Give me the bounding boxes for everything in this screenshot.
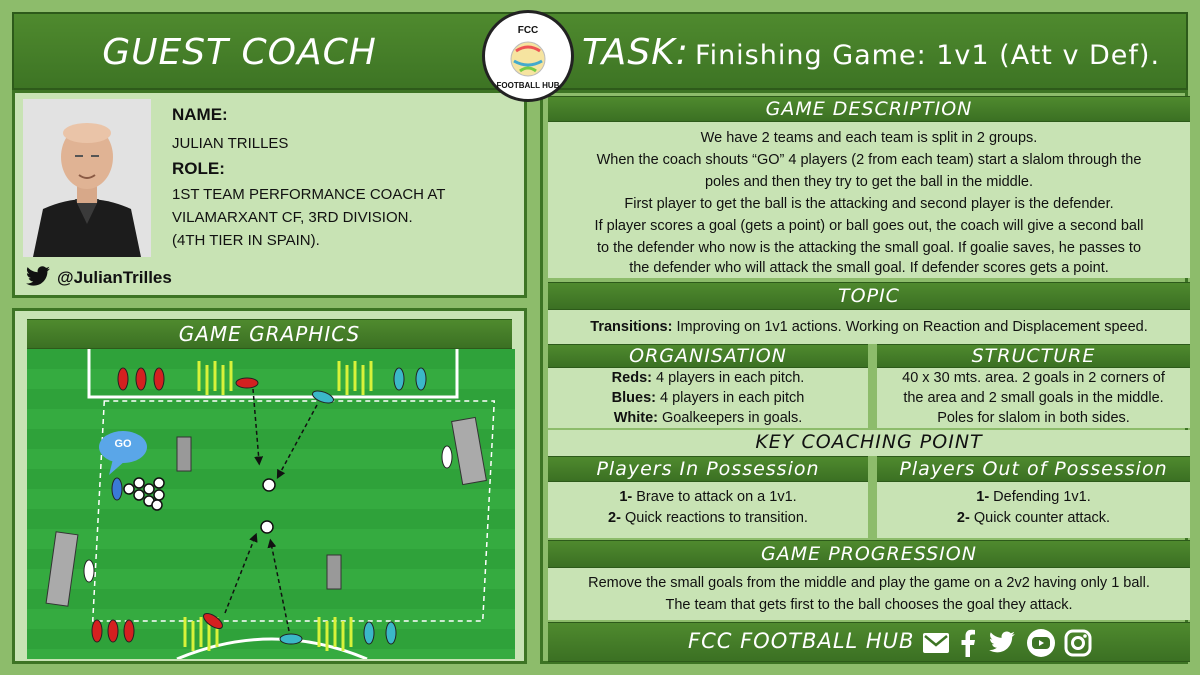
in-p1-num: 1- xyxy=(619,489,633,505)
structure-line-2: the area and 2 small goals in the middle… xyxy=(903,390,1164,406)
task-banner: TASK: Finishing Game: 1v1 (Att v Def). xyxy=(540,12,1188,90)
game-description-title: GAME DESCRIPTION xyxy=(765,98,973,120)
game-graphics-header: GAME GRAPHICS xyxy=(27,319,512,349)
reds-text: 4 players in each pitch. xyxy=(651,370,805,386)
twitter-icon xyxy=(26,266,50,286)
game-description-body xyxy=(548,122,1190,278)
facebook-icon[interactable] xyxy=(960,629,976,657)
out-p2-text: Quick counter attack. xyxy=(969,510,1111,526)
in-p2-num: 2- xyxy=(608,510,621,526)
topic-header: TOPIC xyxy=(548,282,1190,310)
fcc-logo: FCC FOOTBALL HUB xyxy=(482,10,574,102)
in-possession-point-1: 1- Brave to attack on a 1v1. xyxy=(548,487,868,507)
out-p1-text: Defending 1v1. xyxy=(989,489,1091,505)
description-line-1: We have 2 teams and each team is split i… xyxy=(700,130,1038,146)
blues-text: 4 players in each pitch xyxy=(656,390,805,406)
coach-profile-panel: NAME: JULIAN TRILLES ROLE: 1ST TEAM PERF… xyxy=(12,90,527,298)
guest-coach-banner: GUEST COACH xyxy=(12,12,527,90)
game-graphics-title: GAME GRAPHICS xyxy=(178,322,361,346)
twitter-handle[interactable]: @JulianTrilles xyxy=(57,268,172,287)
out-p1-num: 1- xyxy=(976,489,990,505)
organisation-reds: Reds: 4 players in each pitch. xyxy=(548,368,868,388)
topic-label: Transitions: xyxy=(590,319,673,335)
progression-line-1: Remove the small goals from the middle a… xyxy=(588,575,1150,591)
structure-header: STRUCTURE xyxy=(877,344,1190,368)
game-progression-header: GAME PROGRESSION xyxy=(548,540,1190,568)
role-label: ROLE: xyxy=(172,159,225,178)
game-progression-body xyxy=(548,568,1190,620)
description-line-5: If player scores a goal (gets a point) o… xyxy=(594,218,1144,234)
role-line-1: 1ST TEAM PERFORMANCE COACH AT xyxy=(172,186,446,203)
in-possession-header: Players In Possession xyxy=(548,456,868,482)
footer-brand: FCC FOOTBALL HUB xyxy=(688,629,915,653)
topic-title: TOPIC xyxy=(838,285,900,307)
coach-name: JULIAN TRILLES xyxy=(172,135,289,152)
pitch-diagram: GO xyxy=(27,349,515,659)
speech-bubble-text: GO xyxy=(114,438,132,450)
description-line-6: to the defender who now is the attacking… xyxy=(596,240,1142,256)
in-p1-text: Brave to attack on a 1v1. xyxy=(632,489,797,505)
key-coaching-header: KEY COACHING POINT xyxy=(548,430,1190,456)
youtube-icon[interactable] xyxy=(1026,628,1056,658)
out-p2-num: 2- xyxy=(956,510,970,526)
white-label: White: xyxy=(613,410,658,426)
out-possession-point-2: 2- Quick counter attack. xyxy=(877,508,1190,528)
organisation-body xyxy=(548,368,868,428)
role-line-3: (4TH TIER IN SPAIN). xyxy=(172,232,320,249)
structure-title: STRUCTURE xyxy=(971,345,1096,367)
game-description-header: GAME DESCRIPTION xyxy=(548,96,1190,122)
logo-top-text: FCC xyxy=(517,25,539,36)
name-label: NAME: xyxy=(172,105,228,124)
key-coaching-title: KEY COACHING POINT xyxy=(755,431,983,453)
ball-icon xyxy=(510,41,546,77)
game-graphics-panel: GAME GRAPHICS xyxy=(12,308,527,664)
out-possession-title: Players Out of Possession xyxy=(899,458,1168,480)
in-possession-body xyxy=(548,482,868,538)
role-line-2: VILAMARXANT CF, 3RD DIVISION. xyxy=(172,209,413,226)
description-line-3: poles and then they try to get the ball … xyxy=(704,174,1034,190)
organisation-blues: Blues: 4 players in each pitch xyxy=(548,388,868,408)
logo-bottom-text: FOOTBALL HUB xyxy=(496,81,560,90)
description-line-4: First player to get the ball is the atta… xyxy=(624,196,1114,212)
organisation-title: ORGANISATION xyxy=(629,345,787,367)
reds-label: Reds: xyxy=(611,370,652,386)
in-possession-title: Players In Possession xyxy=(596,458,820,480)
task-title: Finishing Game: 1v1 (Att v Def). xyxy=(695,40,1161,71)
twitter-icon[interactable] xyxy=(988,631,1016,655)
out-possession-body xyxy=(877,482,1190,538)
out-possession-header: Players Out of Possession xyxy=(877,456,1190,482)
guest-coach-title: GUEST COACH xyxy=(102,32,377,73)
topic-text: Transitions: Improving on 1v1 actions. W… xyxy=(548,317,1190,337)
in-p2-text: Quick reactions to transition. xyxy=(620,510,808,526)
topic-description: Improving on 1v1 actions. Working on Rea… xyxy=(672,319,1148,335)
in-possession-point-2: 2- Quick reactions to transition. xyxy=(548,508,868,528)
out-possession-point-1: 1- Defending 1v1. xyxy=(877,487,1190,507)
mail-icon[interactable] xyxy=(922,632,950,654)
task-label: TASK: xyxy=(582,32,689,73)
footer-bar: FCC FOOTBALL HUB xyxy=(548,622,1190,662)
white-text: Goalkeepers in goals. xyxy=(658,410,803,426)
organisation-white: White: Goalkeepers in goals. xyxy=(548,408,868,428)
structure-line-1: 40 x 30 mts. area. 2 goals in 2 corners … xyxy=(902,370,1165,386)
task-heading: TASK: Finishing Game: 1v1 (Att v Def). xyxy=(582,32,1160,73)
blues-label: Blues: xyxy=(611,390,656,406)
coach-photo xyxy=(23,99,151,257)
structure-line-3: Poles for slalom in both sides. xyxy=(937,410,1130,426)
structure-body xyxy=(877,368,1190,428)
organisation-header: ORGANISATION xyxy=(548,344,868,368)
description-line-7: the defender who will attack the small g… xyxy=(629,260,1109,276)
progression-line-2: The team that gets first to the ball cho… xyxy=(665,597,1073,613)
topic-body xyxy=(548,310,1190,344)
description-line-2: When the coach shouts “GO” 4 players (2 … xyxy=(596,152,1142,168)
game-progression-title: GAME PROGRESSION xyxy=(761,543,977,565)
instagram-icon[interactable] xyxy=(1064,629,1092,657)
